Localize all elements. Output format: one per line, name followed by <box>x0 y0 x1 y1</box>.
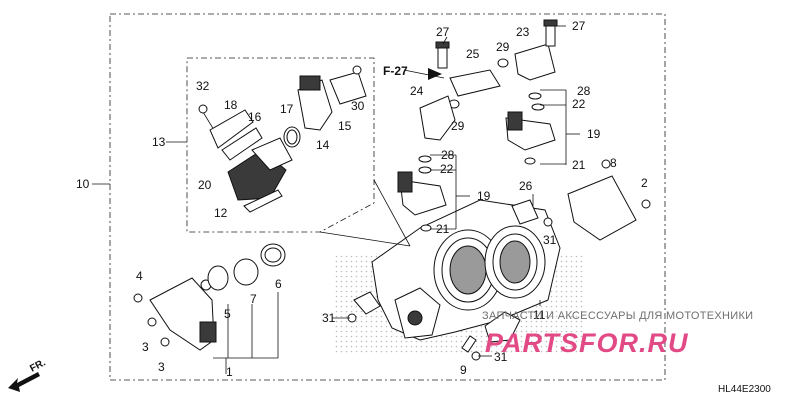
callout-29b: 29 <box>451 119 465 133</box>
callout-23: 23 <box>516 25 530 39</box>
callout-7: 7 <box>250 292 257 306</box>
callout-13: 13 <box>152 135 166 149</box>
callout-24: 24 <box>410 84 424 98</box>
callout-10: 10 <box>76 177 90 191</box>
fuel-rail-group <box>397 19 651 241</box>
diagram-code: HL44E2300 <box>718 384 771 395</box>
callout-14: 14 <box>316 138 330 152</box>
watermark-brand: PARTSFOR.RU <box>485 328 689 358</box>
callout-22: 22 <box>572 97 586 111</box>
callout-18: 18 <box>224 98 238 112</box>
callout-31b: 31 <box>543 233 557 247</box>
callout-3b: 3 <box>158 360 165 374</box>
front-direction: FR. <box>8 357 48 392</box>
callout-22b: 22 <box>440 162 454 176</box>
front-arrow-icon <box>8 372 40 392</box>
callout-1: 1 <box>226 365 233 379</box>
callout-19b: 19 <box>477 189 491 203</box>
callout-29: 29 <box>496 40 510 54</box>
callout-30: 30 <box>351 99 365 113</box>
lower-left-assembly <box>133 243 481 361</box>
reference-label: F-27 <box>383 64 408 78</box>
sensor-assembly <box>198 65 367 213</box>
callout-21: 21 <box>572 158 586 172</box>
callout-11: 11 <box>533 308 546 322</box>
callout-25: 25 <box>466 47 480 61</box>
callout-9: 9 <box>460 363 467 377</box>
front-label: FR. <box>28 357 48 374</box>
reference-arrow <box>428 68 442 80</box>
callout-17: 17 <box>280 102 294 116</box>
callout-3: 3 <box>142 340 149 354</box>
callout-26: 26 <box>519 179 533 193</box>
callout-21b: 21 <box>436 222 450 236</box>
callout-5: 5 <box>224 307 231 321</box>
callout-31c: 31 <box>494 350 508 364</box>
callout-28b: 28 <box>441 148 455 162</box>
callout-28: 28 <box>577 84 591 98</box>
callout-6: 6 <box>275 277 282 291</box>
callout-32: 32 <box>196 79 210 93</box>
callout-15: 15 <box>338 119 352 133</box>
callout-2: 2 <box>641 176 648 190</box>
callout-4: 4 <box>136 269 143 283</box>
callout-27b: 27 <box>572 19 586 33</box>
callout-16: 16 <box>248 110 262 124</box>
callout-19: 19 <box>587 127 601 141</box>
outer-frame <box>109 13 666 381</box>
throttle-body <box>371 199 561 343</box>
callout-numbers: 1 2 3 3 4 5 6 7 8 9 10 11 12 13 14 15 16… <box>76 19 648 379</box>
callout-8: 8 <box>610 156 617 170</box>
leader-lines <box>92 25 580 374</box>
callout-20: 20 <box>198 178 212 192</box>
inner-frame <box>186 57 375 233</box>
watermark-text: ЗАПЧАСТИ И АКСЕССУАРЫ ДЛЯ МОТОТЕХНИКИ <box>482 310 753 322</box>
callout-31: 31 <box>322 311 336 325</box>
callout-12: 12 <box>214 206 228 220</box>
callout-27: 27 <box>436 25 450 39</box>
